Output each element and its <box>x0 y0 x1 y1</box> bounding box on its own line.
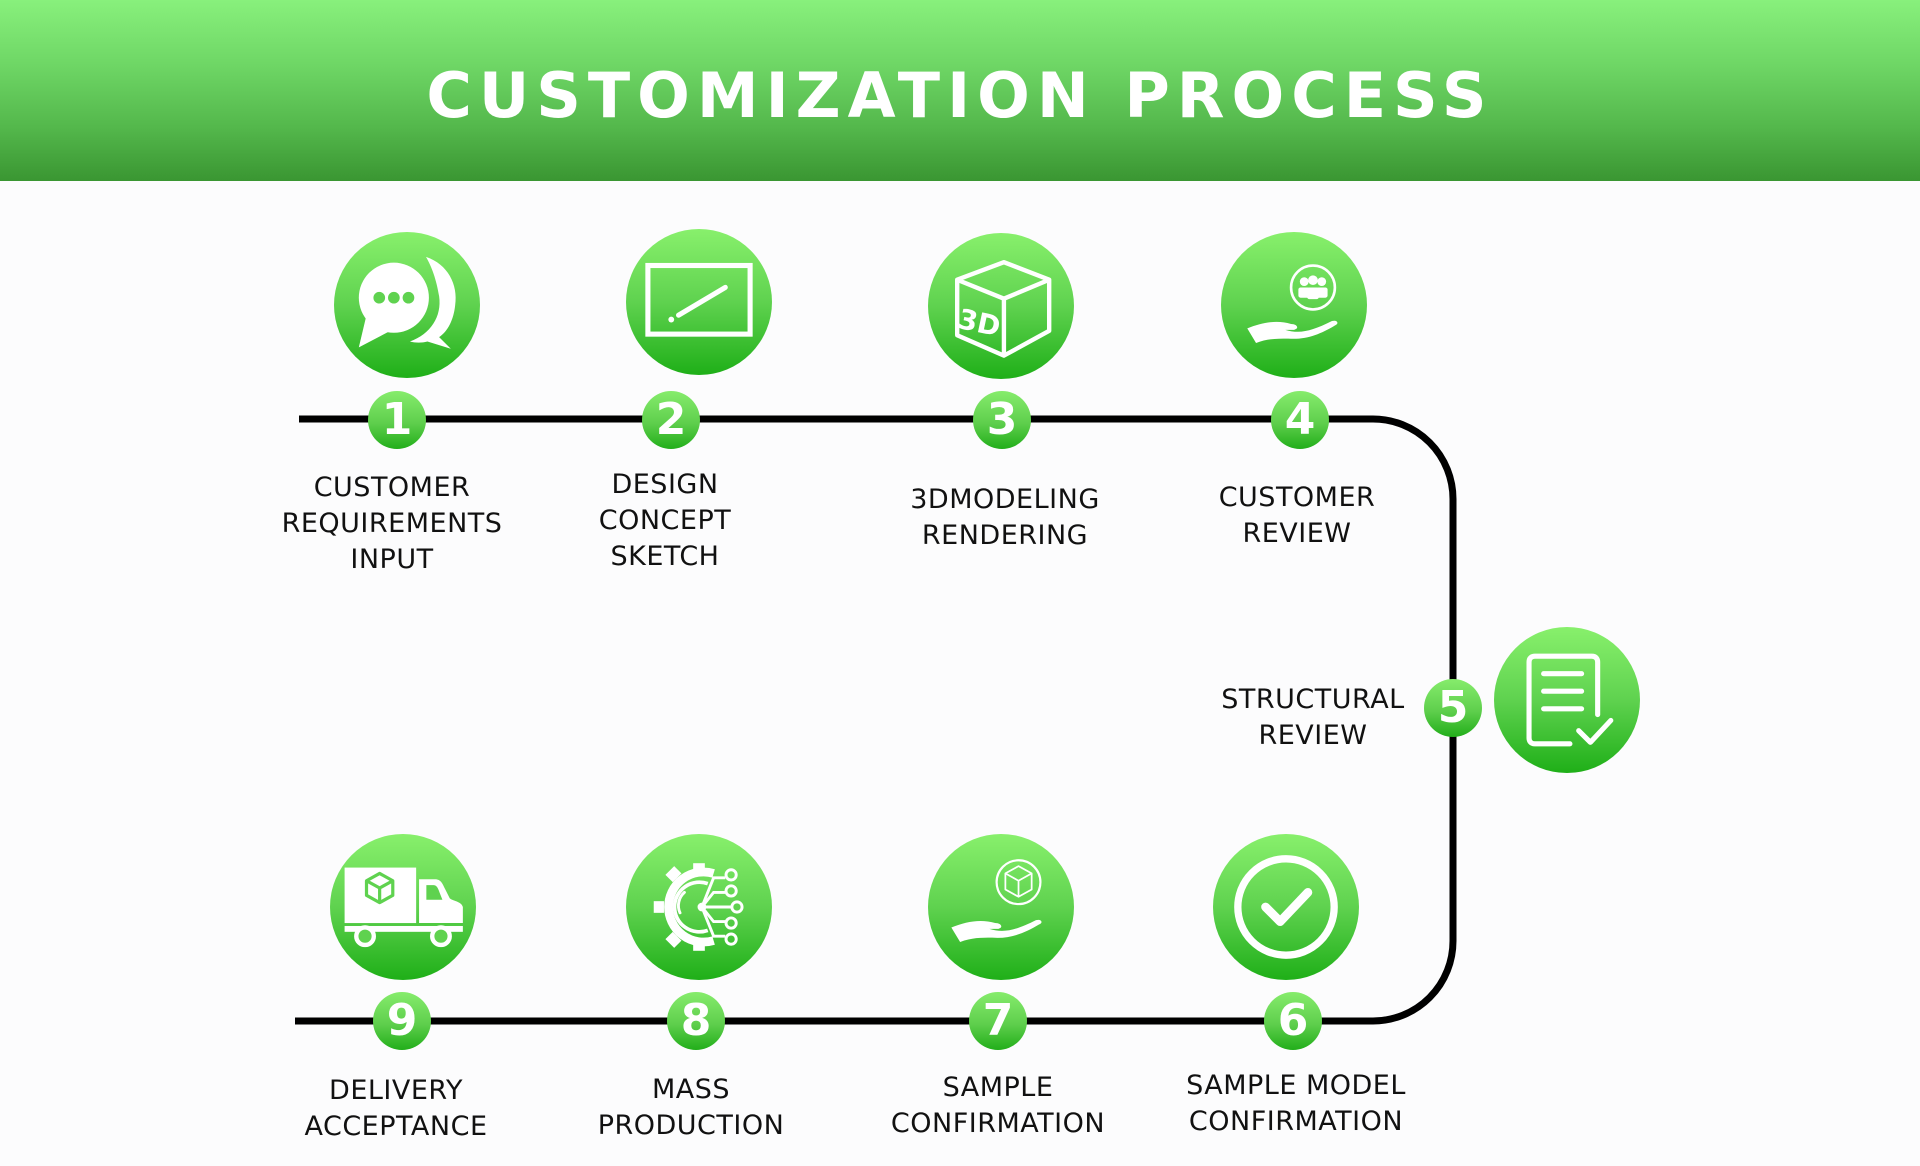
step-2-badge: 2 <box>642 391 700 449</box>
step-9-label: DELIVERY ACCEPTANCE <box>246 1073 546 1145</box>
chat-bubbles-icon <box>358 256 456 349</box>
hand-people-icon <box>1247 264 1338 343</box>
step-1-badge: 1 <box>368 391 426 449</box>
step-2-icon-circle <box>626 229 772 375</box>
step-7-badge: 7 <box>969 992 1027 1050</box>
step-3-label-line: 3DMODELING <box>910 484 1100 515</box>
step-3-badge: 3 <box>973 391 1031 449</box>
step-2-label-line: DESIGN <box>611 469 719 500</box>
sketch-board-icon <box>645 262 753 337</box>
step-7-icon-circle <box>928 834 1074 980</box>
step-6-label-line: CONFIRMATION <box>1188 1106 1404 1137</box>
step-7-label-line: CONFIRMATION <box>890 1108 1106 1139</box>
step-5-label-line: REVIEW <box>1258 720 1368 751</box>
step-6-label: SAMPLE MODEL CONFIRMATION <box>1146 1068 1446 1140</box>
step-3-icon-circle: 3D <box>928 233 1074 379</box>
step-5-label: STRUCTURAL REVIEW <box>1163 682 1463 754</box>
step-8-icon-circle <box>626 834 772 980</box>
step-5-label-line: STRUCTURAL <box>1221 684 1405 715</box>
page-title: CUSTOMIZATION PROCESS <box>426 59 1494 132</box>
step-3-label-line: RENDERING <box>921 520 1089 551</box>
delivery-truck-icon <box>344 867 463 948</box>
gear-network-icon <box>653 863 744 951</box>
step-1-label: CUSTOMER REQUIREMENTS INPUT <box>242 470 542 578</box>
step-7-label: SAMPLE CONFIRMATION <box>848 1070 1148 1142</box>
step-6-label-line: SAMPLE MODEL <box>1186 1070 1406 1101</box>
step-9-icon-circle <box>330 834 476 980</box>
3d-cube-icon: 3D <box>955 260 1052 358</box>
step-1-label-line: CUSTOMER <box>313 472 471 503</box>
step-8-label: MASS PRODUCTION <box>541 1072 841 1144</box>
document-check-icon <box>1526 653 1614 747</box>
step-1-label-line: INPUT <box>350 544 434 575</box>
step-4-label: CUSTOMER REVIEW <box>1147 480 1447 552</box>
step-6-badge: 6 <box>1264 992 1322 1050</box>
step-4-badge: 4 <box>1271 391 1329 449</box>
step-2-label-line: SKETCH <box>610 541 720 572</box>
step-4-icon-circle <box>1221 232 1367 378</box>
step-2-label: DESIGN CONCEPT SKETCH <box>515 467 815 575</box>
step-8-label-line: MASS <box>651 1074 731 1105</box>
step-9-badge: 9 <box>373 992 431 1050</box>
step-7-label-line: SAMPLE <box>942 1072 1054 1103</box>
step-3-label: 3DMODELING RENDERING <box>855 482 1155 554</box>
hand-box-icon <box>951 859 1042 943</box>
step-9-label-line: ACCEPTANCE <box>304 1111 488 1142</box>
step-5-badge: 5 <box>1424 679 1482 737</box>
header-banner: CUSTOMIZATION PROCESS <box>0 0 1920 181</box>
step-4-label-line: CUSTOMER <box>1218 482 1376 513</box>
step-4-label-line: REVIEW <box>1242 518 1352 549</box>
step-9-label-line: DELIVERY <box>329 1075 463 1106</box>
step-5-icon-circle <box>1494 627 1640 773</box>
step-6-icon-circle <box>1213 834 1359 980</box>
step-8-badge: 8 <box>667 992 725 1050</box>
step-2-label-line: CONCEPT <box>598 505 732 536</box>
step-1-label-line: REQUIREMENTS <box>281 508 503 539</box>
step-1-icon-circle <box>334 232 480 378</box>
check-circle-icon <box>1234 855 1338 959</box>
step-8-label-line: PRODUCTION <box>597 1110 785 1141</box>
